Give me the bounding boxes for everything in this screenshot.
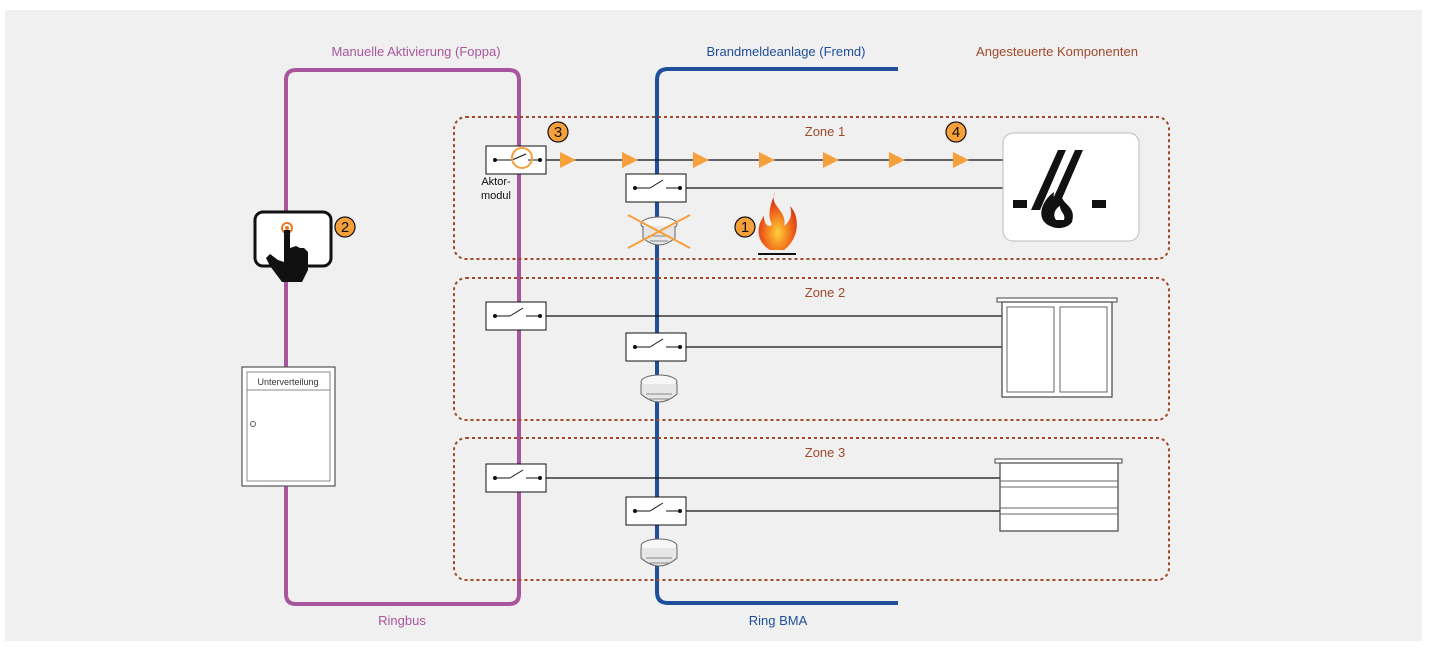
- svg-text:2: 2: [341, 219, 349, 236]
- zone-2-box: [453, 277, 1170, 421]
- cabinet-lock-icon: [250, 421, 256, 427]
- signal-arrow: [823, 152, 839, 168]
- svg-text:3: 3: [554, 124, 562, 141]
- signal-arrows: [560, 152, 969, 168]
- bma-module-zone-3: [625, 496, 687, 526]
- actuator-module-zone-2: [485, 301, 547, 331]
- footer-ringbus: Ringbus: [378, 613, 426, 628]
- manual-push-button: [253, 210, 333, 282]
- smoke-detector-zone-3: [640, 538, 678, 567]
- signal-arrow: [889, 152, 905, 168]
- fire-door-icon: [996, 297, 1118, 398]
- signal-arrow: [560, 152, 576, 168]
- ringbus-line: [284, 68, 521, 606]
- hand-pointer-icon: [266, 230, 308, 282]
- svg-text:4: 4: [952, 124, 960, 141]
- ring-bma-line: [655, 67, 898, 605]
- actuator-label-line1: Aktor-: [481, 176, 511, 188]
- signal-arrow: [759, 152, 775, 168]
- actuator-module-zone-1: [485, 145, 547, 175]
- step-badge-2: 2: [334, 216, 356, 238]
- actuator-label-line2: modul: [481, 190, 511, 202]
- zone-3-box: [453, 437, 1170, 581]
- zone-1-label: Zone 1: [805, 124, 845, 139]
- detector-cross-line: [627, 214, 691, 249]
- header-manual-activation: Manuelle Aktivierung (Foppa): [331, 44, 500, 59]
- signal-arrow: [693, 152, 709, 168]
- bma-module-zone-1: [625, 173, 687, 203]
- header-controlled-components: Angesteuerte Komponenten: [976, 44, 1138, 59]
- step-badge-4: 4: [945, 121, 967, 143]
- smoke-detector-zone-2: [640, 374, 678, 403]
- step-badge-3: 3: [547, 121, 569, 143]
- actuator-highlight-circle: [511, 147, 533, 169]
- cabinet-label: Unterverteilung: [257, 377, 318, 387]
- smoke-detector-zone-1-triggered: [627, 214, 691, 249]
- actuator-module-zone-3: [485, 463, 547, 493]
- roller-shutter-icon: [994, 458, 1123, 532]
- zone-3-label: Zone 3: [805, 445, 845, 460]
- fire-damper-icon: [1002, 132, 1140, 242]
- svg-text:1: 1: [741, 219, 749, 236]
- bma-module-zone-2: [625, 332, 687, 362]
- diagram-panel: [5, 10, 1422, 641]
- signal-arrow: [622, 152, 638, 168]
- header-fire-alarm-system: Brandmeldeanlage (Fremd): [707, 44, 866, 59]
- zone-1-box: [453, 116, 1170, 260]
- zone-2-label: Zone 2: [805, 285, 845, 300]
- footer-ring-bma: Ring BMA: [749, 613, 808, 628]
- flame-icon: [758, 192, 797, 255]
- step-badge-1: 1: [734, 216, 756, 238]
- signal-arrow: [953, 152, 969, 168]
- sub-distribution-cabinet: [241, 366, 336, 487]
